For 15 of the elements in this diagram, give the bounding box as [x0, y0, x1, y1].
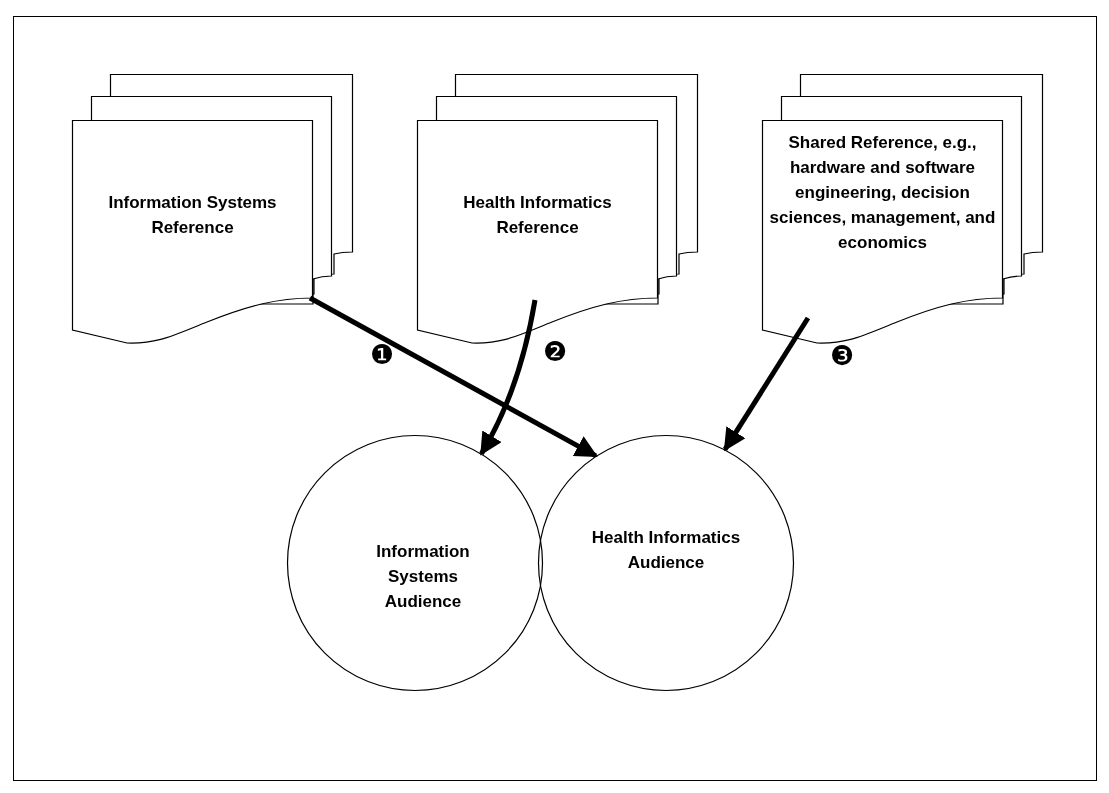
audience-label: Health Informatics Audience — [591, 527, 741, 574]
arrow — [722, 316, 811, 452]
arrow — [308, 295, 598, 459]
arrow — [479, 299, 538, 456]
audience-circle — [287, 435, 543, 691]
audience-circle — [538, 435, 794, 691]
step-number: ❷ — [542, 337, 568, 367]
document-label: Health Informatics Reference — [462, 192, 613, 239]
step-number: ❶ — [369, 340, 395, 370]
document-stack — [72, 74, 353, 346]
document-label: Shared Reference, e.g., hardware and software engineering, decision sciences, management, and economics — [769, 132, 996, 254]
step-number: ❸ — [829, 341, 855, 371]
audience-label: Information Systems Audience — [375, 541, 471, 613]
document-stack — [762, 74, 1043, 346]
document-label: Information Systems Reference — [107, 192, 278, 239]
